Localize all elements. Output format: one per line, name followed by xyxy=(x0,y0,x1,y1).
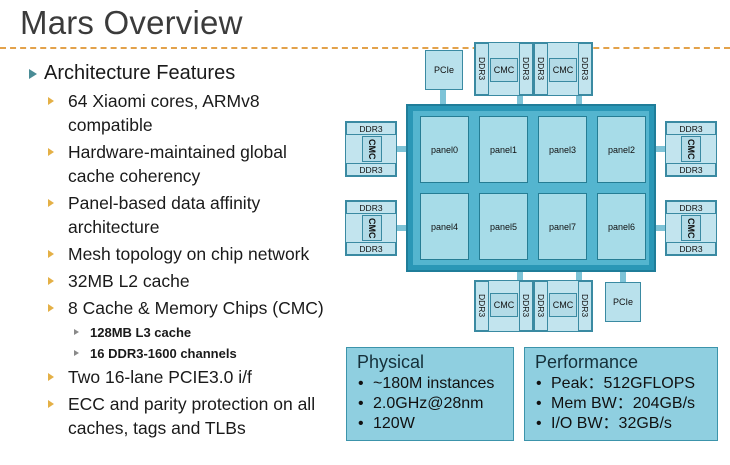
feature-item-text: Hardware-maintained global cache coheren… xyxy=(68,142,287,186)
ddr3-channel: DDR3 xyxy=(519,281,533,331)
physical-box: Physical ~180M instances 2.0GHz@28nm 120… xyxy=(346,347,514,441)
ddr3-channel: DDR3 xyxy=(475,281,489,331)
sub-bullet-arrow-icon xyxy=(74,329,79,335)
connector xyxy=(396,225,408,231)
cmc-module-top-left xyxy=(474,42,534,96)
performance-box: Performance Peak：512GFLOPS Mem BW：204GB/… xyxy=(524,347,718,441)
bullet-arrow-icon xyxy=(48,97,54,105)
physical-title: Physical xyxy=(357,352,425,372)
slide-title: Mars Overview xyxy=(20,4,243,41)
cmc-chip: CMC xyxy=(362,136,382,162)
sub-bullet-arrow-icon xyxy=(74,350,79,356)
cmc-module-bottom-right xyxy=(533,280,593,332)
title-divider xyxy=(0,47,730,49)
ddr3-channel: DDR3 xyxy=(519,43,533,95)
connector xyxy=(655,225,667,231)
bullet-arrow-icon xyxy=(48,277,54,285)
feature-item: 32MB L2 cache xyxy=(26,269,356,293)
pcie-top: PCIe xyxy=(425,50,463,90)
physical-row: 2.0GHz@28nm xyxy=(357,394,503,414)
performance-row: Peak：512GFLOPS xyxy=(535,374,707,394)
bullet-arrow-icon xyxy=(48,304,54,312)
connector xyxy=(396,146,408,152)
feature-item-text: 8 Cache & Memory Chips (CMC) xyxy=(68,298,324,318)
ddr3-channel: DDR3 xyxy=(666,242,716,255)
feature-subitem-text: 16 DDR3-1600 channels xyxy=(90,346,237,361)
cmc-chip: CMC xyxy=(549,58,577,82)
connector xyxy=(440,88,446,106)
panel-0: panel0 xyxy=(420,116,469,183)
performance-row: I/O BW：32GB/s xyxy=(535,414,707,434)
physical-row: ~180M instances xyxy=(357,374,503,394)
cmc-module-top-right xyxy=(533,42,593,96)
cmc-chip: CMC xyxy=(490,58,518,82)
connector xyxy=(576,270,582,282)
bullet-arrow-icon xyxy=(48,148,54,156)
feature-item: 64 Xiaomi cores, ARMv8 compatible xyxy=(26,89,278,137)
bullet-arrow-icon xyxy=(29,69,37,79)
feature-item-text: Two 16-lane PCIE3.0 i/f xyxy=(68,367,252,387)
performance-title: Performance xyxy=(535,352,639,372)
feature-item-text: 32MB L2 cache xyxy=(68,271,190,291)
bullet-arrow-icon xyxy=(48,199,54,207)
ddr3-channel: DDR3 xyxy=(475,43,489,95)
panel-3: panel3 xyxy=(538,116,587,183)
feature-subitem-text: 128MB L3 cache xyxy=(90,325,192,340)
cmc-chip: CMC xyxy=(681,215,701,241)
connector xyxy=(620,270,626,282)
feature-item: ECC and parity protection on all caches,… xyxy=(26,392,368,440)
panel-2: panel2 xyxy=(597,116,646,183)
connector xyxy=(517,95,523,106)
feature-item-text: Mesh topology on chip network xyxy=(68,244,310,264)
performance-row: Mem BW：204GB/s xyxy=(535,394,707,414)
cmc-chip: CMC xyxy=(681,136,701,162)
connector xyxy=(655,146,667,152)
panel-5: panel5 xyxy=(479,193,528,260)
feature-heading-text: Architecture Features xyxy=(44,62,236,84)
ddr3-channel: DDR3 xyxy=(534,43,548,95)
feature-item-text: 64 Xiaomi cores, ARMv8 compatible xyxy=(68,91,260,135)
feature-heading: Architecture Features xyxy=(26,62,356,85)
ddr3-channel: DDR3 xyxy=(534,281,548,331)
ddr3-channel: DDR3 xyxy=(578,43,592,95)
connector xyxy=(517,270,523,282)
feature-item: Panel-based data affinity architecture xyxy=(26,191,308,239)
feature-subitem: 16 DDR3-1600 channels xyxy=(26,344,356,364)
feature-item: Two 16-lane PCIE3.0 i/f xyxy=(26,365,356,389)
panel-1: panel1 xyxy=(479,116,528,183)
physical-row: 120W xyxy=(357,414,503,434)
soc-chip-core xyxy=(413,111,649,265)
feature-subitem: 128MB L3 cache xyxy=(26,323,356,343)
soc-chip xyxy=(406,104,656,272)
feature-item-text: ECC and parity protection on all caches,… xyxy=(68,394,316,438)
panel-7: panel7 xyxy=(538,193,587,260)
ddr3-channel: DDR3 xyxy=(666,163,716,176)
feature-item: Mesh topology on chip network xyxy=(26,242,356,266)
ddr3-channel: DDR3 xyxy=(666,122,716,135)
connector xyxy=(576,95,582,106)
cmc-module-right-top xyxy=(665,121,717,177)
panel-4: panel4 xyxy=(420,193,469,260)
feature-item: 8 Cache & Memory Chips (CMC) xyxy=(26,296,356,320)
feature-item-text: Panel-based data affinity architecture xyxy=(68,193,261,237)
bullet-arrow-icon xyxy=(48,373,54,381)
ddr3-channel: DDR3 xyxy=(578,281,592,331)
cmc-chip: CMC xyxy=(490,293,518,317)
cmc-chip: CMC xyxy=(549,293,577,317)
cmc-module-right-bottom xyxy=(665,200,717,256)
cmc-chip: CMC xyxy=(362,215,382,241)
pcie-bottom: PCIe xyxy=(605,282,641,322)
feature-list: Architecture Features 64 Xiaomi cores, A… xyxy=(26,62,356,443)
cmc-module-bottom-left xyxy=(474,280,534,332)
ddr3-channel: DDR3 xyxy=(666,201,716,214)
feature-item: Hardware-maintained global cache coheren… xyxy=(26,140,308,188)
bullet-arrow-icon xyxy=(48,400,54,408)
panel-6: panel6 xyxy=(597,193,646,260)
bullet-arrow-icon xyxy=(48,250,54,258)
